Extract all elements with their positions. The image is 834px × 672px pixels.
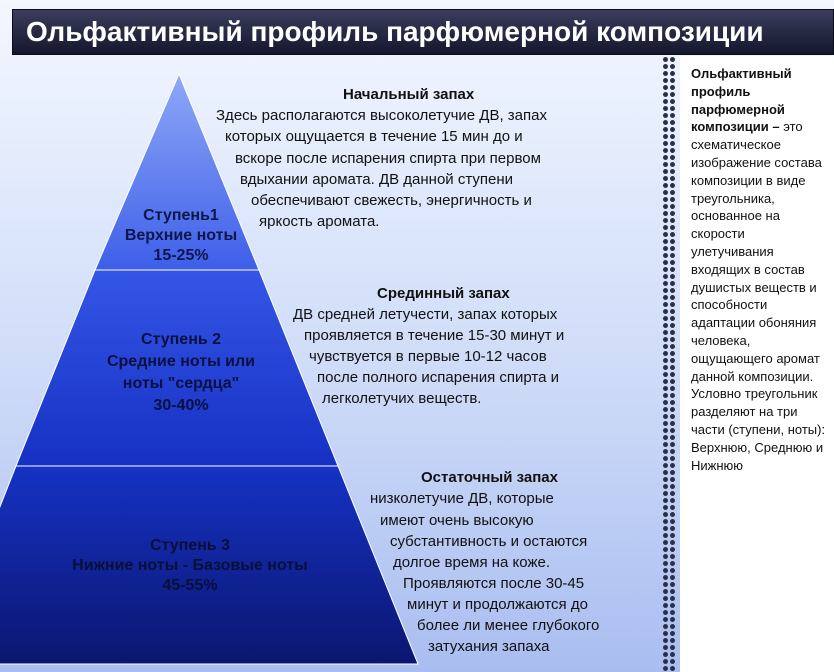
tier-3-step: Ступень 3 <box>149 537 231 554</box>
top-notes-line: вскоре после испарения спирта при первом <box>235 150 541 167</box>
tier-2-label: Ступень 2 Средние ноты или ноты "сердца"… <box>76 329 286 417</box>
middle-notes-line: проявляется в течение 15-30 минут и <box>304 327 565 344</box>
dotted-divider <box>662 56 676 672</box>
top-notes-line: обеспечивают свежесть, энергичность и <box>251 192 532 209</box>
pyramid-tier-3 <box>0 465 419 665</box>
base-notes-line: затухания запаха <box>428 638 550 655</box>
top-notes-line: Здесь располагаются высоколетучие ДВ, за… <box>216 107 547 124</box>
base-notes-line: более ли менее глубокого <box>417 617 600 634</box>
base-notes-heading: Остаточный запах <box>421 469 558 486</box>
title-bar <box>12 9 834 55</box>
middle-notes-heading: Срединный запах <box>377 285 510 302</box>
middle-notes-line: ДВ средней летучести, запах которых <box>293 306 558 323</box>
tier-3-notes: Нижние ноты - Базовые ноты <box>72 557 308 574</box>
tier-1-label: Ступень1 Верхние ноты 15-25% <box>96 206 266 266</box>
top-notes-line: вдыхании аромата. ДВ данной ступени <box>240 171 513 188</box>
base-notes-line: низколетучие ДВ, которые <box>370 490 554 507</box>
definition-term: Ольфактивный профиль парфюмерной компози… <box>691 66 792 135</box>
tier-2-notes-heart: ноты "сердца" <box>122 375 240 392</box>
top-notes-line: которых ощущается в течение 15 мин до и <box>225 128 523 145</box>
definition-text: Ольфактивный профиль парфюмерной компози… <box>691 65 831 474</box>
base-notes-line: имеют очень высокую <box>380 512 534 529</box>
tier-2-notes: Средние ноты или <box>106 353 256 370</box>
middle-notes-line: легколетучих веществ. <box>322 390 482 407</box>
tier-2-step: Ступень 2 <box>140 331 222 348</box>
tier-3-percent: 45-55% <box>162 577 218 594</box>
top-notes-heading: Начальный запах <box>343 86 475 103</box>
tier-3-label: Ступень 3 Нижние ноты - Базовые ноты 45-… <box>30 536 350 596</box>
tier-2-percent: 30-40% <box>153 397 209 414</box>
definition-panel: Ольфактивный профиль парфюмерной компози… <box>680 56 834 672</box>
base-notes-line: Проявляются после 30-45 <box>403 575 585 592</box>
tier-1-notes: Верхние ноты <box>124 227 238 244</box>
definition-body: это схематическое изображение состава ко… <box>691 119 826 473</box>
base-notes-line: долгое время на коже. <box>393 554 551 571</box>
tier-1-percent: 15-25% <box>153 247 209 264</box>
page-title: Ольфактивный профиль парфюмерной компози… <box>26 16 764 47</box>
tier-1-step: Ступень1 <box>143 207 219 224</box>
top-notes-line: яркость аромата. <box>259 213 380 230</box>
base-notes-line: субстантивность и остаются <box>390 533 588 550</box>
base-notes-line: минут и продолжаются до <box>407 596 588 613</box>
middle-notes-line: после полного испарения спирта и <box>317 369 559 386</box>
middle-notes-line: чувствуется в первые 10-12 часов <box>309 348 547 365</box>
